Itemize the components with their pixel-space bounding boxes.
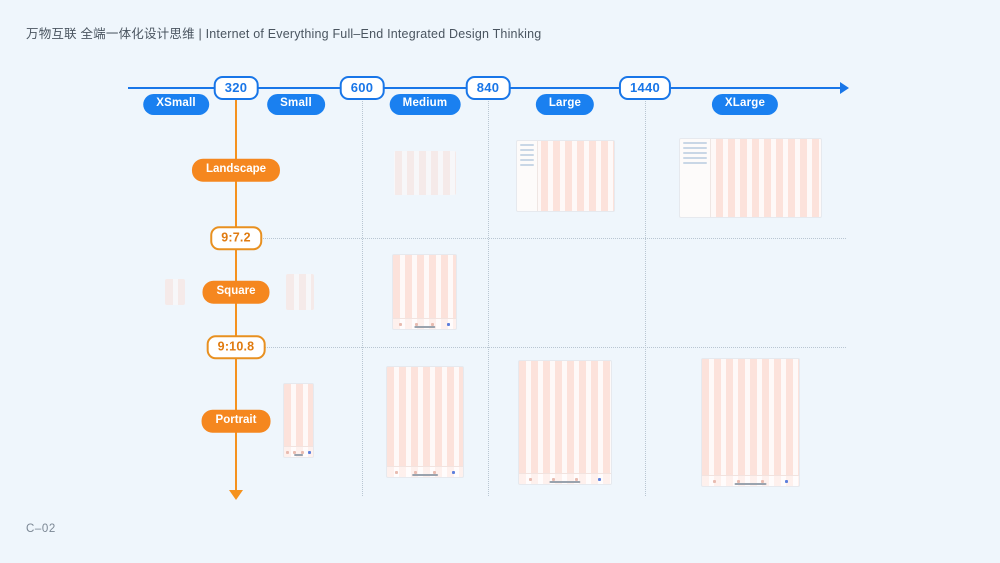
breakpoint-node-1440[interactable]: 1440 — [618, 76, 672, 100]
mockup-nav-item — [430, 322, 434, 326]
device-mockup-large-portrait[interactable] — [518, 360, 612, 485]
mockup-sidebar-item — [680, 157, 710, 159]
device-mockup-medium-portrait[interactable] — [386, 366, 464, 478]
device-mockup-large-landscape[interactable] — [516, 140, 615, 212]
device-mockup-medium-landscape[interactable] — [394, 151, 456, 195]
mockup-sidebar-item — [680, 152, 710, 154]
breakpoint-axis-arrow-icon — [840, 82, 849, 94]
size-class-chip-xsmall[interactable]: XSmall — [143, 94, 209, 115]
mockup-nav-item — [575, 477, 578, 481]
breakpoint-node-320[interactable]: 320 — [213, 76, 259, 100]
mockup-nav-item — [395, 470, 398, 474]
mockup-bottom-nav — [284, 446, 313, 457]
mockup-home-indicator — [413, 326, 436, 328]
mockup-sidebar-item — [517, 154, 537, 156]
orientation-chip-portrait[interactable]: Portrait — [201, 409, 271, 433]
breakpoint-guide-600 — [362, 96, 363, 496]
mockup-nav-item — [286, 450, 290, 454]
mockup-bottom-nav — [702, 475, 799, 486]
breakpoint-node-840[interactable]: 840 — [465, 76, 511, 100]
mockup-home-indicator — [549, 481, 581, 483]
size-class-chip-large[interactable]: Large — [535, 94, 595, 115]
mockup-sidebar — [517, 141, 539, 211]
mockup-sidebar — [680, 139, 712, 217]
orientation-chip-square[interactable]: Square — [202, 280, 270, 304]
mockup-sidebar-item — [517, 164, 537, 166]
mockup-home-indicator — [293, 454, 304, 456]
breakpoint-guide-840 — [488, 96, 489, 496]
device-mockup-small-square[interactable] — [286, 274, 314, 310]
mockup-nav-item — [415, 322, 419, 326]
mockup-sidebar-item — [517, 149, 537, 151]
device-mockup-xsmall-square[interactable] — [165, 279, 185, 305]
orientation-chip-landscape[interactable]: Landscape — [191, 158, 281, 182]
mockup-home-indicator — [412, 474, 438, 476]
device-mockup-medium-square[interactable] — [392, 254, 457, 330]
page-number: C–02 — [26, 523, 56, 535]
ratio-guide-9-10-8 — [236, 347, 846, 348]
mockup-bottom-nav — [519, 473, 611, 484]
mockup-nav-item — [307, 450, 311, 454]
size-class-chip-xlarge[interactable]: XLarge — [711, 94, 779, 115]
mockup-nav-item — [452, 470, 455, 474]
ratio-node-9-10-8[interactable]: 9:10.8 — [206, 335, 266, 359]
ratio-node-9-7-2[interactable]: 9:7.2 — [210, 226, 262, 250]
mockup-nav-item — [293, 450, 297, 454]
ratio-guide-9-7-2 — [236, 238, 846, 239]
mockup-nav-item — [761, 479, 765, 483]
mockup-nav-item — [552, 477, 555, 481]
mockup-nav-item — [736, 479, 740, 483]
mockup-nav-item — [414, 470, 417, 474]
mockup-nav-item — [433, 470, 436, 474]
device-mockup-xlarge-portrait[interactable] — [701, 358, 800, 487]
size-class-chip-medium[interactable]: Medium — [389, 94, 461, 115]
mockup-bottom-nav — [393, 318, 456, 329]
mockup-nav-item — [399, 322, 403, 326]
page-title: 万物互联 全端一体化设计思维 | Internet of Everything … — [26, 27, 542, 41]
mockup-nav-item — [785, 479, 789, 483]
mockup-sidebar-item — [517, 144, 537, 146]
mockup-nav-item — [300, 450, 304, 454]
mockup-nav-item — [529, 477, 532, 481]
mockup-sidebar-item — [680, 142, 710, 144]
mockup-nav-item — [712, 479, 716, 483]
aspect-ratio-axis-arrow-icon — [229, 490, 243, 500]
breakpoint-node-600[interactable]: 600 — [339, 76, 385, 100]
device-mockup-xlarge-landscape[interactable] — [679, 138, 822, 218]
size-class-chip-small[interactable]: Small — [267, 94, 325, 115]
mockup-nav-item — [598, 477, 601, 481]
mockup-nav-item — [446, 322, 450, 326]
mockup-bottom-nav — [387, 466, 463, 477]
mockup-sidebar-item — [517, 159, 537, 161]
mockup-sidebar-item — [680, 147, 710, 149]
device-mockup-small-portrait[interactable] — [283, 383, 314, 458]
mockup-sidebar-item — [680, 162, 710, 164]
mockup-home-indicator — [734, 483, 767, 485]
breakpoint-guide-1440 — [645, 96, 646, 496]
